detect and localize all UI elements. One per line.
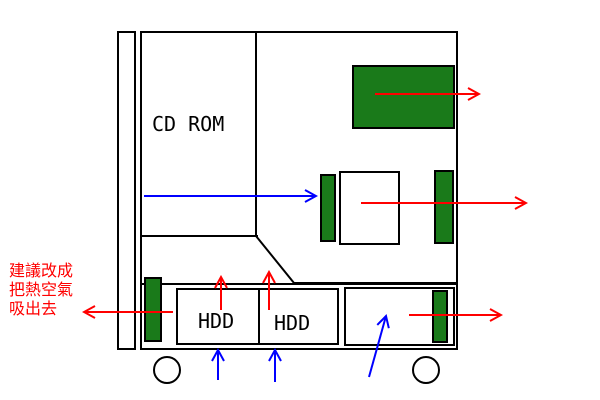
expansion-card [352,65,455,129]
annotation-line-1: 建議改成 [9,261,73,280]
cpu-heatsink [339,171,400,245]
wheel-left [153,356,181,384]
front-fan [144,277,162,342]
cpu-fan-right [434,170,454,244]
hdd-left [176,288,260,345]
cd-rom-label: CD ROM [152,112,224,136]
wheel-right [412,356,440,384]
annotation-line-3: 吸出去 [9,299,57,318]
hdd-left-label: HDD [198,309,234,333]
annotation-line-2: 把熱空氣 [9,280,73,299]
intake-arrow-psu [368,316,386,378]
hdd-right [258,288,339,345]
front-panel [117,31,136,350]
psu-fan [432,290,448,343]
hdd-right-label: HDD [274,311,310,335]
cpu-fan-left [320,174,336,242]
